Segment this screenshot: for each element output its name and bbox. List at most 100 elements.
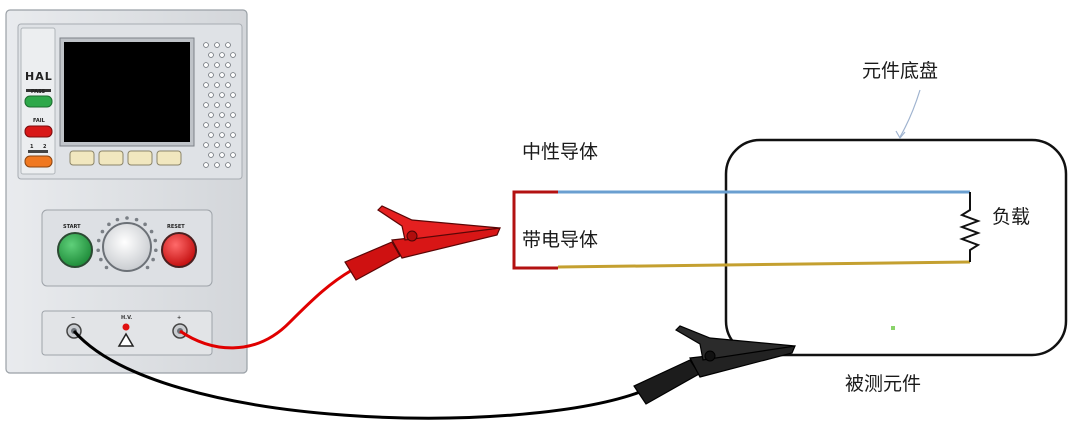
- neutral-conductor-label: 中性导体: [522, 141, 598, 163]
- black-clip-pivot: [704, 350, 716, 362]
- grill-hole: [208, 92, 214, 98]
- lcd-screen: [64, 42, 190, 142]
- start-label: START: [63, 224, 81, 230]
- knob-scale-dot: [154, 248, 158, 253]
- speaker-grill: [203, 42, 236, 168]
- grill-hole: [230, 72, 236, 78]
- grill-hole: [214, 122, 220, 128]
- grill-hole: [230, 92, 236, 98]
- soft-key-1[interactable]: [69, 150, 95, 166]
- live-conductor-label: 带电导体: [522, 229, 598, 251]
- dut-label: 被测元件: [845, 373, 921, 395]
- grill-hole: [219, 52, 225, 58]
- red-clip-boot: [344, 241, 401, 281]
- grill-hole: [219, 152, 225, 158]
- start-button[interactable]: [57, 232, 93, 268]
- grill-hole: [214, 42, 220, 48]
- knob-scale-dot: [134, 217, 139, 222]
- knob-scale-dot: [96, 248, 100, 253]
- knob-scale-dot: [143, 222, 147, 227]
- grill-hole: [203, 102, 209, 108]
- dut-chassis-outline: [724, 138, 1068, 357]
- mode-button[interactable]: [24, 155, 53, 168]
- grill-hole: [208, 132, 214, 138]
- grill-hole: [225, 82, 231, 88]
- soft-key-4[interactable]: [156, 150, 182, 166]
- grill-hole: [203, 62, 209, 68]
- grill-hole: [225, 42, 231, 48]
- fail-button[interactable]: [24, 125, 53, 138]
- grill-hole: [203, 42, 209, 48]
- grill-hole: [203, 82, 209, 88]
- hipot-tester: HAL PASS FAIL 1 2 START RESET −: [5, 9, 248, 374]
- soft-key-3[interactable]: [127, 150, 153, 166]
- chassis-pointer-arrowhead: [895, 130, 906, 140]
- grill-hole: [230, 152, 236, 158]
- grill-hole: [230, 52, 236, 58]
- pass-label: PASS: [31, 89, 45, 95]
- red-clip-pivot: [406, 230, 418, 242]
- knob-scale-dot: [100, 229, 105, 234]
- return-lead-cable: [72, 330, 641, 420]
- plus-label: +: [177, 315, 181, 321]
- live-conductor: [557, 260, 971, 269]
- knob-scale-dot: [149, 229, 154, 234]
- load-label: 负载: [992, 206, 1030, 228]
- grill-hole: [219, 92, 225, 98]
- black-alligator-clip: [633, 325, 796, 405]
- grill-hole: [225, 122, 231, 128]
- mode-label-1: 1: [30, 144, 34, 150]
- knob-scale-dot: [125, 216, 129, 220]
- knob-scale-dot: [96, 238, 101, 243]
- soft-key-2[interactable]: [98, 150, 124, 166]
- soft-keys: [69, 150, 182, 166]
- hv-label: H.V.: [121, 315, 132, 321]
- brand-logo: HAL: [25, 70, 53, 83]
- grill-hole: [219, 132, 225, 138]
- grill-hole: [230, 112, 236, 118]
- grill-hole: [214, 162, 220, 168]
- grill-hole: [225, 142, 231, 148]
- grill-hole: [230, 132, 236, 138]
- grill-hole: [208, 152, 214, 158]
- grill-hole: [225, 102, 231, 108]
- knob-scale-dot: [153, 238, 158, 243]
- hv-lead-cable: [179, 268, 353, 350]
- knob-scale-dot: [151, 257, 155, 262]
- mode-icon: [28, 150, 48, 153]
- conductor-bridge: [512, 190, 558, 270]
- pass-indicator: [26, 89, 51, 92]
- grill-hole: [203, 122, 209, 128]
- hv-indicator-lamp: [122, 323, 130, 331]
- chassis-contact-point: [891, 326, 895, 330]
- grill-hole: [214, 102, 220, 108]
- chassis-label: 元件底盘: [862, 60, 938, 82]
- grill-hole: [219, 72, 225, 78]
- load-resistor: [959, 192, 981, 262]
- adjust-knob[interactable]: [102, 222, 152, 272]
- black-clip-boot: [633, 359, 700, 405]
- grill-hole: [208, 112, 214, 118]
- chassis-pointer-arrow: [899, 89, 921, 138]
- grill-hole: [214, 82, 220, 88]
- knob-scale: [96, 216, 158, 270]
- black-clip-upper-jaw: [675, 325, 796, 361]
- warning-icon: [117, 332, 135, 347]
- grill-hole: [219, 112, 225, 118]
- reset-button[interactable]: [161, 232, 197, 268]
- grill-hole: [203, 142, 209, 148]
- grill-hole: [203, 162, 209, 168]
- knob-scale-dot: [99, 257, 103, 262]
- grill-hole: [225, 62, 231, 68]
- knob-scale-dot: [115, 217, 120, 222]
- knob-scale-dot: [104, 265, 109, 270]
- red-alligator-clip: [344, 205, 501, 281]
- terminal-section: [41, 310, 213, 356]
- grill-hole: [214, 62, 220, 68]
- reset-label: RESET: [167, 224, 185, 230]
- minus-label: −: [71, 315, 75, 321]
- grill-hole: [225, 162, 231, 168]
- grill-hole: [208, 72, 214, 78]
- fail-label: FAIL: [33, 118, 46, 124]
- pass-button[interactable]: [24, 95, 53, 108]
